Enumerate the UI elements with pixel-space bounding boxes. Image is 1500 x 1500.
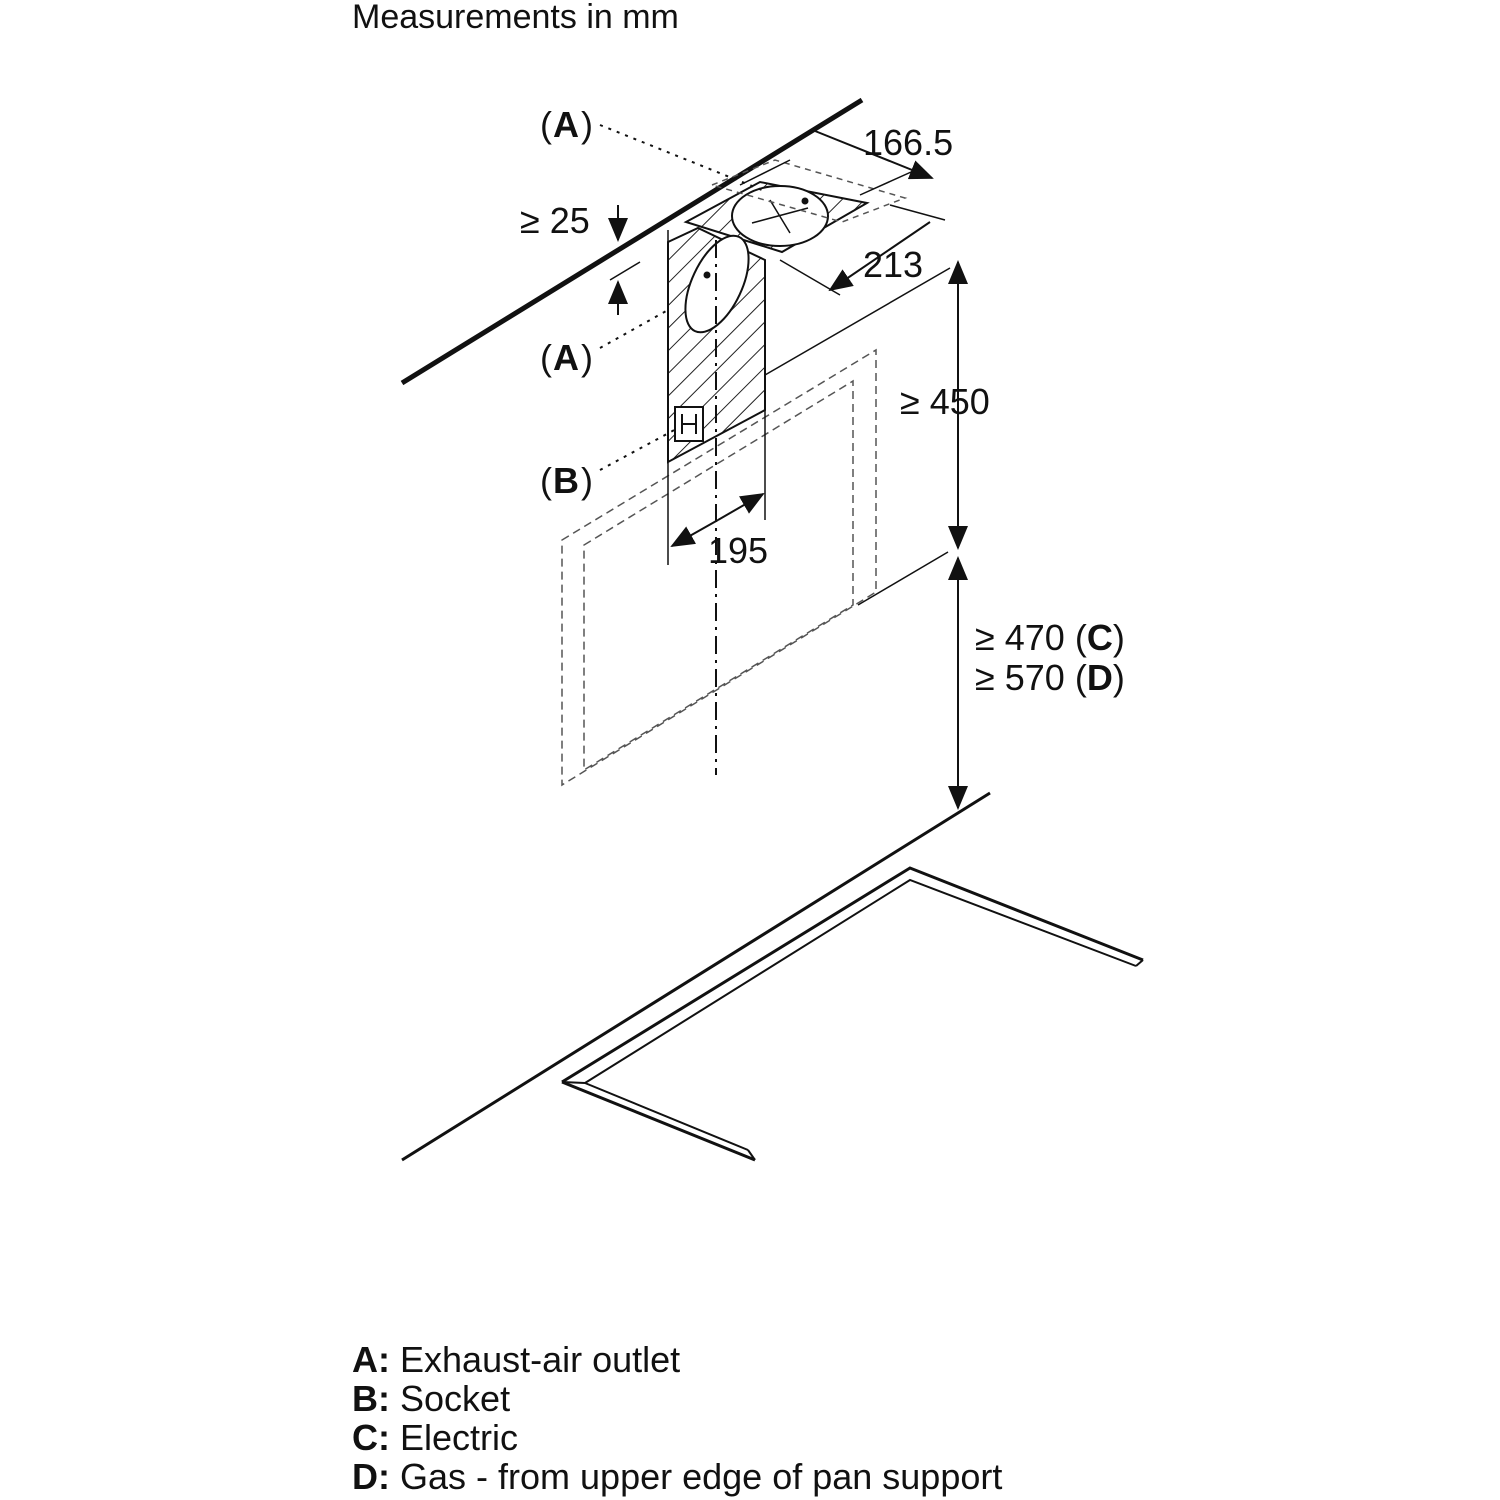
svg-text:(: (	[540, 337, 552, 378]
dimension-arrows	[608, 130, 968, 810]
callout-b: ( B )	[540, 460, 593, 501]
svg-text:B: B	[553, 460, 579, 501]
dim-213: 213	[863, 244, 923, 285]
dim-195: 195	[708, 530, 768, 571]
worktop	[401, 791, 1144, 1162]
ceiling-cutout	[683, 159, 908, 254]
legend-item: C: Electric	[352, 1417, 519, 1458]
chimney-body	[667, 226, 766, 775]
dim-hob-clearance: ≥ 470 (C) ≥ 570 (D)	[975, 617, 1125, 698]
diagram-heading: Measurements in mm	[352, 0, 679, 36]
callout-a-mid: ( A )	[540, 337, 593, 378]
svg-text:): )	[581, 104, 593, 145]
svg-text:(: (	[540, 460, 552, 501]
socket-symbol	[674, 406, 704, 442]
hood-outline	[561, 348, 877, 787]
svg-text:A: A	[553, 337, 579, 378]
dim-ge-450: ≥ 450	[900, 381, 990, 422]
svg-text:(: (	[540, 104, 552, 145]
ceiling-line	[400, 97, 864, 386]
legend-item: D: Gas - from upper edge of pan support	[352, 1456, 1003, 1497]
dim-ge-25: ≥ 25	[520, 200, 590, 241]
svg-text:): )	[581, 337, 593, 378]
legend-item: B: Socket	[352, 1378, 511, 1419]
svg-text:): )	[581, 460, 593, 501]
dim-166-5: 166.5	[863, 122, 953, 163]
legend: A: Exhaust-air outlet B: Socket C: Elect…	[352, 1340, 1002, 1496]
callout-a-top: ( A )	[540, 104, 593, 145]
leader-lines	[599, 124, 763, 471]
svg-text:≥ 470 (C): ≥ 470 (C)	[975, 617, 1125, 658]
extension-lines	[609, 159, 951, 606]
legend-item: A: Exhaust-air outlet	[352, 1339, 681, 1380]
svg-text:≥ 570 (D): ≥ 570 (D)	[975, 657, 1125, 698]
svg-text:A: A	[553, 104, 579, 145]
